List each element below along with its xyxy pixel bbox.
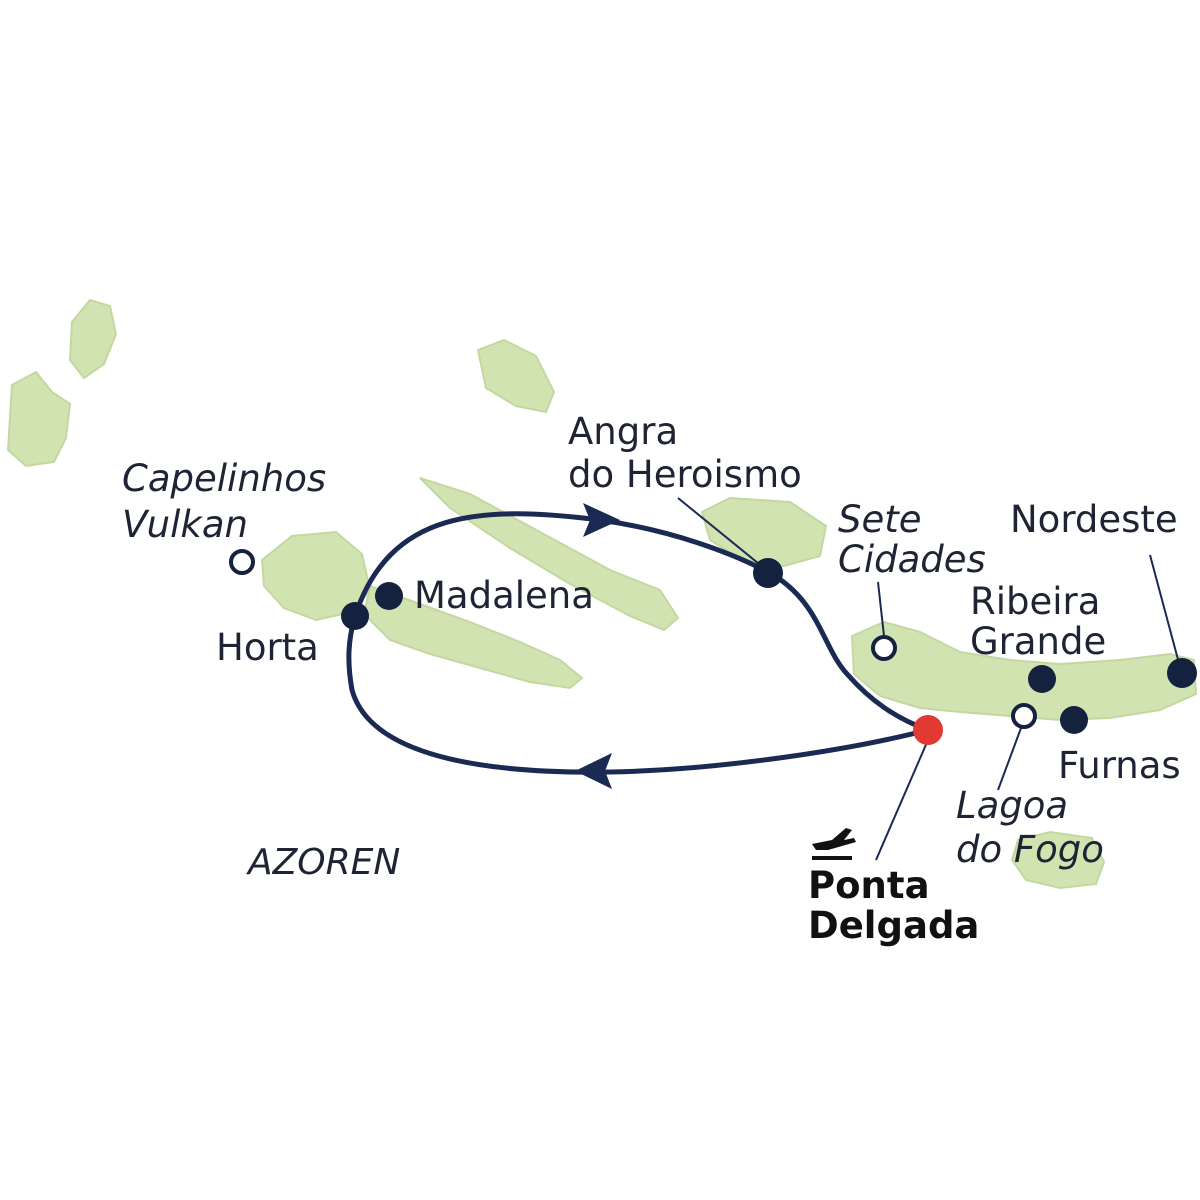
- label-capelinhos-line1: Capelinhos: [122, 457, 326, 500]
- label-sete-cidades-line1: Sete: [838, 498, 922, 541]
- route-arrow-west: [575, 753, 612, 789]
- leader-ponta-delgada: [875, 739, 929, 861]
- marker-sete-cidades[interactable]: [871, 635, 897, 661]
- leader-lines: [677, 497, 1181, 861]
- label-furnas: Furnas: [1058, 744, 1181, 787]
- route-arrow-east: [583, 503, 620, 537]
- label-ribeira-grande-line1: Ribeira: [970, 580, 1100, 623]
- label-ribeira-grande-line2: Grande: [970, 620, 1106, 663]
- marker-ponta-delgada[interactable]: [913, 715, 943, 745]
- label-ponta-delgada-line2: Delgada: [808, 904, 979, 947]
- marker-furnas[interactable]: [1060, 706, 1088, 734]
- island-pico: [362, 584, 584, 690]
- island-flores: [6, 370, 72, 468]
- island-graciosa: [476, 338, 556, 414]
- label-capelinhos-line2: Vulkan: [122, 503, 248, 546]
- island-sao-miguel: [850, 620, 1198, 722]
- label-sete-cidades-line2: Cidades: [838, 538, 986, 581]
- marker-lagoa-do-fogo[interactable]: [1011, 703, 1037, 729]
- marker-horta[interactable]: [341, 602, 369, 630]
- leader-sete-cidades: [877, 581, 885, 637]
- region-label: AZOREN: [246, 842, 400, 883]
- marker-nordeste[interactable]: [1167, 658, 1197, 688]
- marker-madalena[interactable]: [375, 582, 403, 610]
- label-ponta-delgada-line1: Ponta: [808, 864, 930, 907]
- marker-angra[interactable]: [753, 558, 783, 588]
- labels: Capelinhos Vulkan Horta Madalena Angra d…: [122, 410, 1181, 947]
- label-horta: Horta: [216, 626, 319, 669]
- leader-nordeste: [1149, 554, 1181, 668]
- label-madalena: Madalena: [414, 574, 594, 617]
- label-angra-line2: do Heroismo: [568, 453, 802, 496]
- label-angra-line1: Angra: [568, 410, 678, 453]
- label-lagoa-do-fogo-line1: Lagoa: [956, 784, 1068, 827]
- airplane-icon: [812, 828, 856, 860]
- label-lagoa-do-fogo-line2: do Fogo: [956, 828, 1104, 871]
- label-nordeste: Nordeste: [1010, 498, 1178, 541]
- leader-angra: [677, 497, 765, 569]
- markers: [229, 549, 1197, 745]
- island-terceira: [700, 496, 828, 568]
- leader-lagoa-do-fogo: [997, 719, 1025, 791]
- marker-capelinhos[interactable]: [229, 549, 255, 575]
- cruise-route: [346, 503, 937, 789]
- island-corvo: [68, 298, 118, 380]
- island-santa-maria: [1010, 830, 1106, 890]
- marker-ribeira-grande[interactable]: [1028, 665, 1056, 693]
